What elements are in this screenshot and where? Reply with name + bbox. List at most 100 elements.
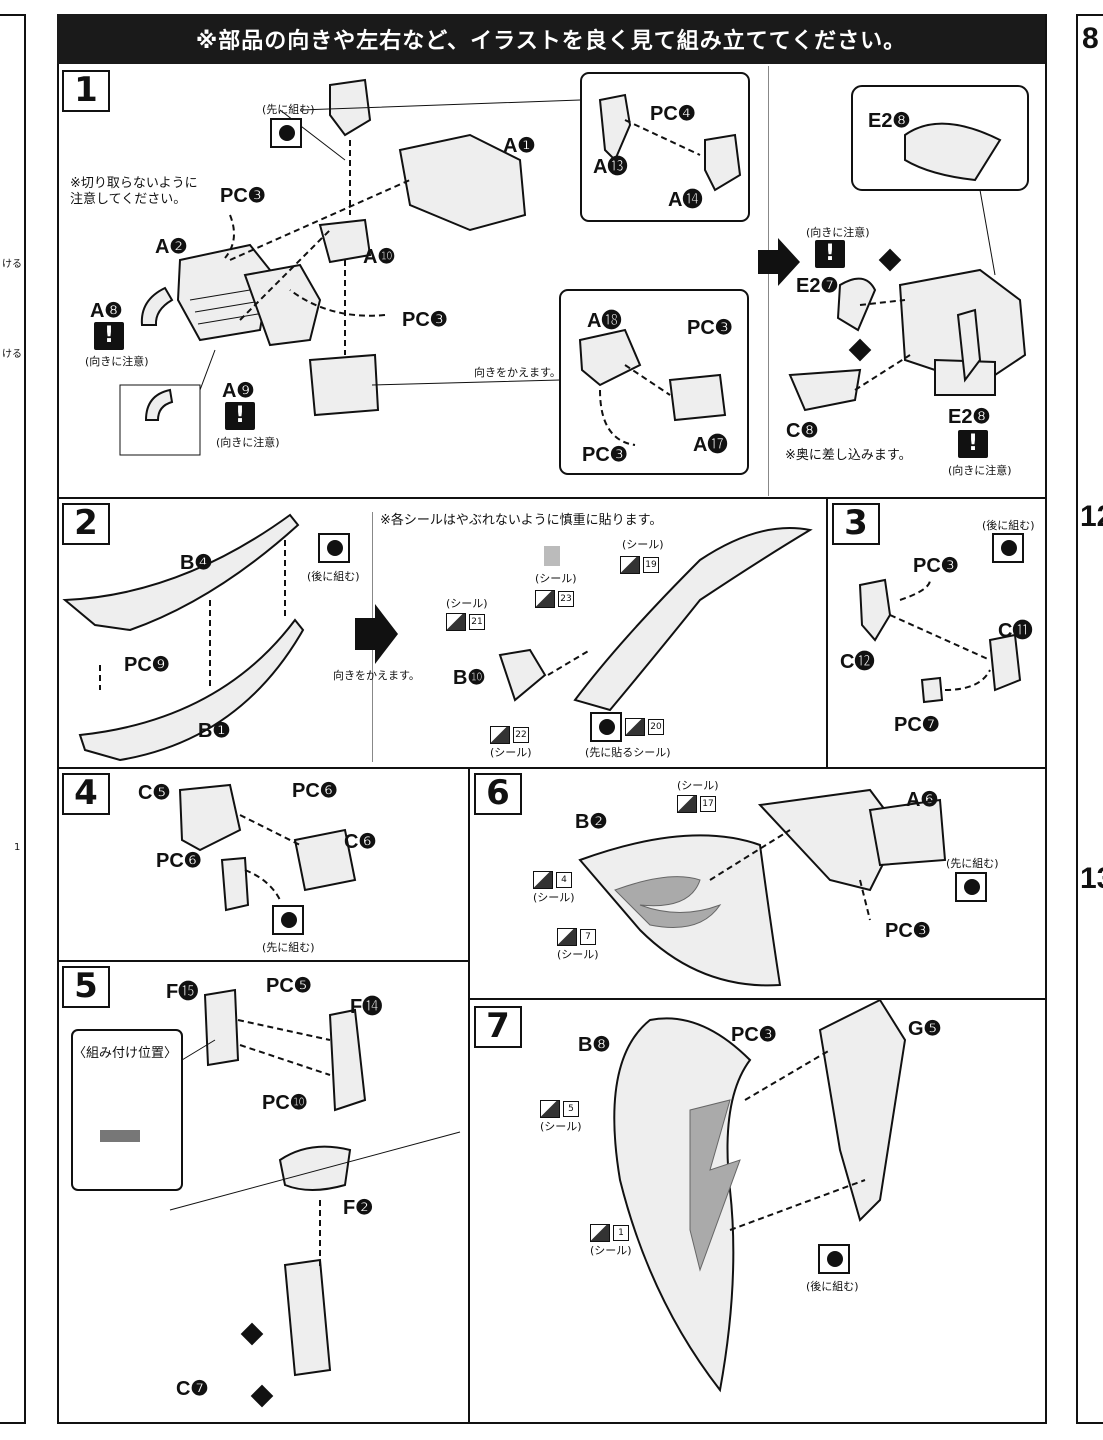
- step-number-4: 4: [62, 773, 110, 815]
- left-edge-text: ける: [2, 259, 22, 270]
- left-edge-text: ける: [2, 349, 22, 360]
- sticker-19: 19: [620, 556, 659, 574]
- page-title: ※部品の向きや左右など、イラストを良く見て組み立ててください。: [57, 14, 1045, 64]
- panel-divider: [57, 767, 1047, 769]
- part-label-pcc: PC❸: [402, 309, 448, 331]
- panel-divider: [57, 960, 469, 962]
- panel-divider: [768, 66, 769, 496]
- part-label-b1: B❶: [198, 720, 231, 742]
- part-label-a6: A❻: [906, 789, 939, 811]
- part-label-pcc: PC❸: [731, 1024, 777, 1046]
- part-label-f2: F❷: [343, 1197, 374, 1219]
- assemble-first-icon: [590, 712, 622, 742]
- part-label-b4: B❹: [180, 552, 213, 574]
- sticker-care-note: ※各シールはやぶれないように慎重に貼ります。: [380, 513, 663, 528]
- part-label-pcc: PC❸: [220, 185, 266, 207]
- caution-note: (向きに注意): [216, 436, 280, 449]
- part-label-a14: A⓮: [668, 189, 703, 211]
- part-label-a9: A❾: [222, 380, 255, 402]
- assemble-first-icon: [272, 905, 304, 935]
- assemble-later-note: (後に組む): [307, 570, 360, 583]
- part-label-b8: B❽: [578, 1034, 611, 1056]
- part-label-pcc: PC❸: [582, 444, 628, 466]
- sticker-label: (シール): [446, 597, 488, 610]
- assemble-later-icon: [318, 533, 350, 563]
- sticker-preview: [544, 546, 560, 566]
- part-label-pci: PC❾: [124, 654, 170, 676]
- step-number-2: 2: [62, 503, 110, 545]
- part-label-pcj: PC❿: [262, 1092, 308, 1114]
- part-label-f14: F⓮: [350, 996, 383, 1018]
- panel-divider: [57, 497, 1047, 499]
- caution-note: (向きに注意): [948, 464, 1012, 477]
- part-label-b2: B❷: [575, 811, 608, 833]
- assemble-first-note: (先に組む): [262, 941, 315, 954]
- part-label-a8: A❽: [90, 300, 123, 322]
- part-label-e28: E2❽: [868, 110, 911, 132]
- no-cut-note: ※切り取らないように 注意してください。: [70, 176, 198, 207]
- caution-icon: !: [94, 322, 124, 350]
- step-number-5: 5: [62, 966, 110, 1008]
- assemble-later-note: (後に組む): [806, 1280, 859, 1293]
- right-edge-step: 12: [1080, 500, 1103, 533]
- left-page-edge: [0, 14, 26, 1424]
- caution-note: (向きに注意): [85, 355, 149, 368]
- panel-divider: [826, 497, 828, 769]
- part-label-pcc: PC❸: [687, 317, 733, 339]
- assemble-later-icon: [818, 1244, 850, 1274]
- part-label-pcf: PC❻: [156, 850, 202, 872]
- panel-divider: [468, 767, 470, 1424]
- assemble-later-icon: [992, 533, 1024, 563]
- sticker-23: 23: [535, 590, 574, 608]
- part-label-a10: A❿: [363, 246, 396, 268]
- caution-note: (向きに注意): [806, 226, 870, 239]
- part-label-a17: A⓱: [693, 434, 728, 456]
- right-page-edge: [1076, 14, 1103, 1424]
- part-label-pcc: PC❸: [885, 920, 931, 942]
- left-edge-text: 1: [14, 842, 21, 853]
- turn-around-note: 向きをかえます。: [474, 366, 561, 379]
- part-label-c6: C❻: [344, 831, 377, 853]
- part-label-b10: B❿: [453, 667, 486, 689]
- step-number-7: 7: [474, 1006, 522, 1048]
- sticker-5: 5: [540, 1100, 579, 1118]
- part-label-a13: A⓭: [593, 156, 628, 178]
- sticker-label: (シール): [535, 572, 577, 585]
- step-number-6: 6: [474, 773, 522, 815]
- part-label-c8: C❽: [786, 420, 819, 442]
- sticker-label: (シール): [622, 538, 664, 551]
- part-label-a1: A❶: [503, 135, 536, 157]
- turn-around-note: 向きをかえます。: [333, 669, 420, 682]
- assemble-first-icon: [955, 872, 987, 902]
- part-label-c11: C⓫: [998, 620, 1033, 642]
- sticker-1: 1: [590, 1224, 629, 1242]
- sticker-label: (シール): [557, 948, 599, 961]
- sticker-label: (シール): [490, 746, 532, 759]
- part-label-pce: PC❺: [266, 975, 312, 997]
- sticker-label: (シール): [590, 1244, 632, 1257]
- sticker-label: (シール): [540, 1120, 582, 1133]
- panel-divider: [469, 998, 1047, 1000]
- assemble-later-note: (後に組む): [982, 519, 1035, 532]
- insert-deep-note: ※奥に差し込みます。: [785, 448, 912, 463]
- part-label-pcc: PC❸: [913, 555, 959, 577]
- assemble-first-icon: [270, 118, 302, 148]
- step-number-3: 3: [832, 503, 880, 545]
- step-number-1: 1: [62, 70, 110, 112]
- right-edge-step: 13: [1080, 862, 1103, 895]
- caution-icon: !: [815, 240, 845, 268]
- assemble-first-note: (先に組む): [262, 103, 315, 116]
- caution-icon: !: [225, 402, 255, 430]
- sticker-label: (シール): [677, 779, 719, 792]
- sticker-20: 20: [625, 718, 664, 736]
- part-label-c7: C❼: [176, 1378, 209, 1400]
- right-edge-step: 8: [1082, 22, 1099, 55]
- part-label-pcf: PC❻: [292, 780, 338, 802]
- sticker-4: 4: [533, 871, 572, 889]
- sticker-label: (シール): [533, 891, 575, 904]
- part-label-pcd: PC❹: [650, 103, 696, 125]
- part-label-c5: C❺: [138, 782, 171, 804]
- first-sticker-note: (先に貼るシール): [585, 746, 671, 759]
- sticker-21: 21: [446, 613, 485, 631]
